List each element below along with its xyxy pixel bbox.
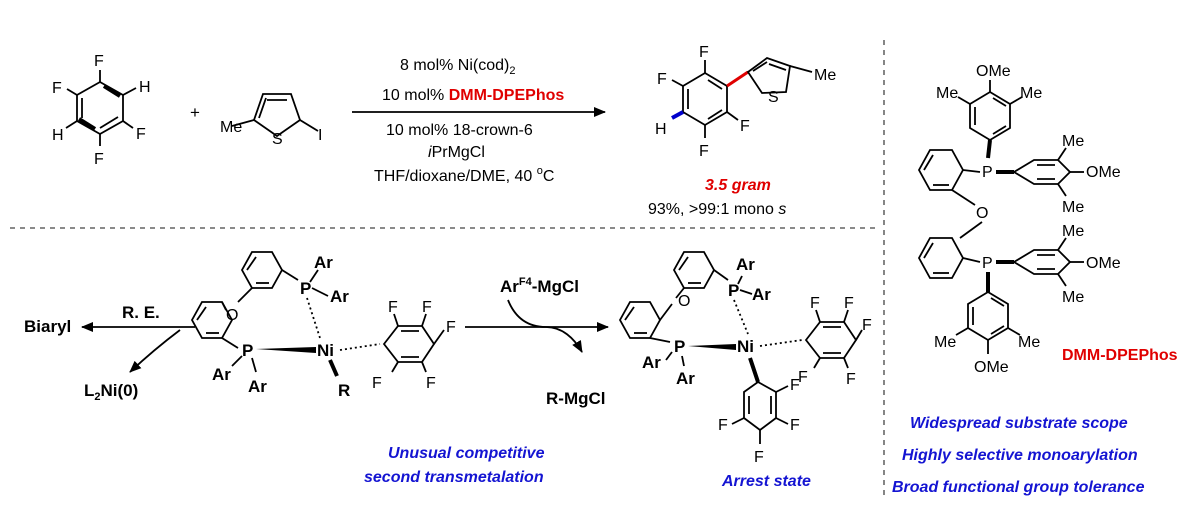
atom-f: F (52, 80, 62, 97)
product-molecule: F F F F H S Me (655, 44, 836, 160)
atom-f: F (372, 375, 382, 392)
atom-p: P (728, 281, 739, 300)
atom-f: F (862, 317, 872, 334)
re-label: R. E. (122, 303, 160, 322)
scale-label: 3.5 gram (705, 177, 771, 194)
atom-o: O (226, 307, 238, 324)
atom-ome: OMe (974, 359, 1009, 376)
atom-h: H (139, 79, 151, 96)
yield-label: 93%, >99:1 mono s (648, 201, 786, 218)
atom-ar: Ar (314, 253, 333, 272)
atom-s: S (768, 89, 779, 106)
atom-h: H (52, 127, 64, 144)
condition-additive: 10 mol% 18-crown-6 (386, 122, 533, 139)
condition-ligand: 10 mol% DMM-DPEPhos (382, 87, 564, 104)
atom-f: F (846, 371, 856, 388)
atom-f: F (844, 295, 854, 312)
atom-ar: Ar (248, 377, 267, 396)
atom-ar: Ar (752, 285, 771, 304)
atom-me: Me (936, 85, 958, 102)
l2ni-label: L2Ni(0) (84, 381, 138, 403)
atom-h: H (655, 121, 667, 138)
condition-catalyst: 8 mol% Ni(cod)2 (400, 57, 515, 77)
atom-ar: Ar (330, 287, 349, 306)
condition-grignard: iPrMgCl (428, 144, 485, 161)
atom-me: Me (1062, 289, 1084, 306)
curved-arrow-l2ni (129, 329, 181, 373)
atom-p: P (300, 279, 311, 298)
atom-me: Me (220, 119, 242, 136)
ligand-structure: OMe Me Me P Me Me OMe O P (917, 63, 1121, 376)
curved-arrow-byproduct (507, 299, 583, 353)
atom-r: R (338, 381, 350, 400)
atom-f: F (699, 143, 709, 160)
atom-p: P (982, 164, 993, 181)
atom-p: P (982, 255, 993, 272)
highlight-monoarylation: Highly selective monoarylation (902, 447, 1138, 464)
caption-competitive-line1: Unusual competitive (388, 445, 545, 462)
atom-f: F (790, 377, 800, 394)
plus-sign: + (190, 103, 200, 122)
atom-p: P (242, 341, 253, 360)
atom-f: F (798, 369, 808, 386)
atom-f: F (422, 299, 432, 316)
atom-ni: Ni (737, 337, 754, 356)
atom-f: F (426, 375, 436, 392)
nickel-complex-1: O P Ar Ar P Ar Ar Ni R F F (190, 251, 456, 400)
atom-me: Me (814, 67, 836, 84)
reagent-label: ArF4-MgCl (500, 276, 579, 296)
atom-me: Me (1020, 85, 1042, 102)
atom-me: Me (1062, 223, 1084, 240)
atom-me: Me (1062, 199, 1084, 216)
atom-ome: OMe (1086, 255, 1121, 272)
atom-p: P (674, 337, 685, 356)
reaction-conditions: 8 mol% Ni(cod)2 10 mol% DMM-DPEPhos 10 m… (374, 57, 564, 185)
atom-ar: Ar (212, 365, 231, 384)
atom-o: O (976, 205, 988, 222)
atom-f: F (136, 126, 146, 143)
atom-me: Me (934, 334, 956, 351)
highlight-fg-tolerance: Broad functional group tolerance (892, 479, 1145, 496)
atom-f: F (94, 53, 104, 70)
condition-solvent: THF/dioxane/DME, 40 oC (374, 165, 554, 185)
atom-f: F (446, 319, 456, 336)
atom-f: F (718, 417, 728, 434)
byproduct-label: R-MgCl (546, 389, 605, 408)
highlight-substrate-scope: Widespread substrate scope (910, 415, 1128, 432)
caption-arrest-state: Arrest state (721, 473, 811, 490)
atom-f: F (94, 151, 104, 168)
atom-f: F (754, 449, 764, 466)
atom-f: F (790, 417, 800, 434)
atom-ome: OMe (1086, 164, 1121, 181)
atom-ar: Ar (676, 369, 695, 388)
tetrafluorobenzene: F F F F H H (52, 53, 151, 168)
atom-me: Me (1018, 334, 1040, 351)
atom-f: F (810, 295, 820, 312)
atom-ome: OMe (976, 63, 1011, 80)
biaryl-label: Biaryl (24, 317, 71, 336)
caption-competitive-line2: second transmetalation (364, 469, 544, 486)
ligand-name: DMM-DPEPhos (1062, 347, 1178, 364)
atom-s: S (272, 131, 283, 148)
iodothiophene: Me S I (220, 93, 322, 148)
nickel-complex-2: O P Ar Ar P Ar Ar Ni F F F F F (618, 251, 872, 466)
atom-ar: Ar (736, 255, 755, 274)
atom-o: O (678, 293, 690, 310)
atom-f: F (740, 118, 750, 135)
atom-f: F (388, 299, 398, 316)
atom-f: F (699, 44, 709, 61)
atom-f: F (657, 71, 667, 88)
atom-i: I (318, 127, 322, 144)
atom-ni: Ni (317, 341, 334, 360)
atom-me: Me (1062, 133, 1084, 150)
atom-ar: Ar (642, 353, 661, 372)
